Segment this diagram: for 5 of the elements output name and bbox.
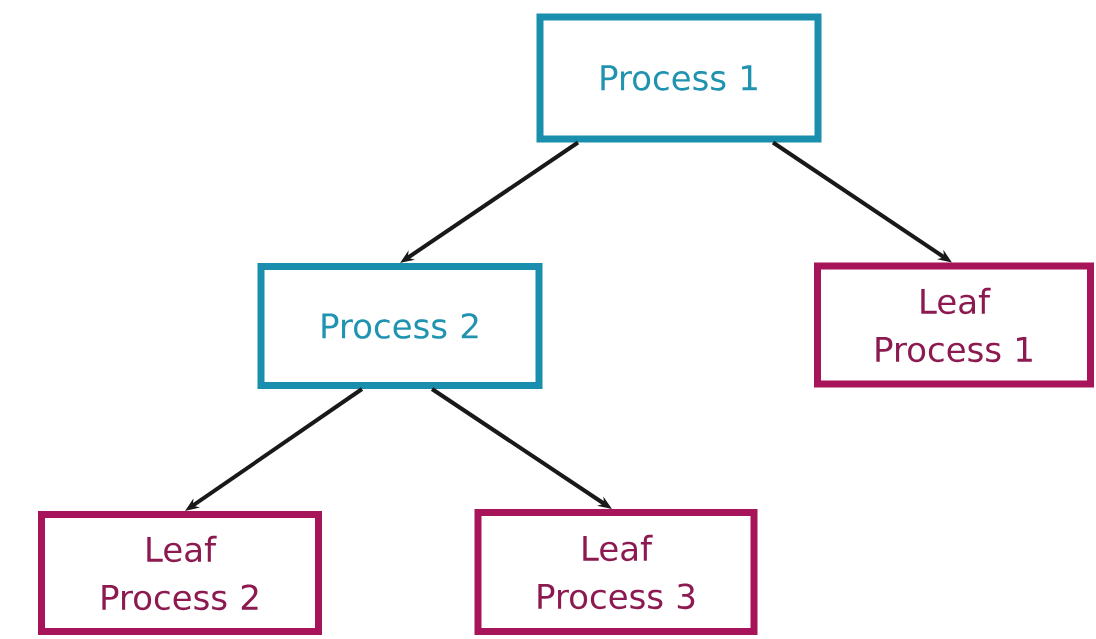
process-box: Process 2 [257, 263, 543, 389]
leaf-box: Leaf Process 2 [38, 511, 322, 635]
leaf-box: Leaf Process 3 [474, 509, 758, 635]
process-box: Process 1 [536, 13, 822, 143]
leaf-box: Leaf Process 1 [814, 262, 1094, 388]
